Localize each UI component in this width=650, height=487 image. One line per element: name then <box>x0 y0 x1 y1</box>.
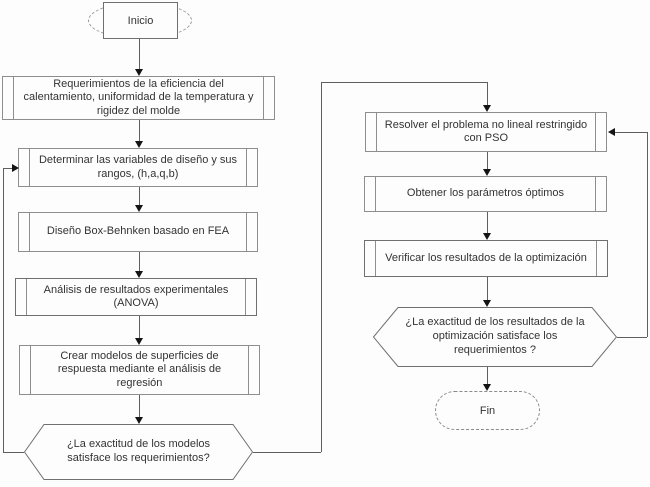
connector-line <box>139 39 140 70</box>
double-bar-icon <box>13 77 14 119</box>
double-bar-icon <box>596 241 597 276</box>
arrowhead-down-icon <box>483 105 491 112</box>
connector-line <box>487 277 488 300</box>
connector-line <box>647 132 648 337</box>
connector-line <box>487 212 488 233</box>
node-variables: Determinar las variables de diseño y sus… <box>18 148 258 187</box>
node-inicio-label: Inicio <box>127 14 154 27</box>
connector-line <box>139 120 140 141</box>
arrowhead-down-icon <box>483 169 491 176</box>
node-decision-modelos-label: ¿La exactitud de los modelos satisface l… <box>66 438 211 464</box>
node-variables-label: Determinar las variables de diseño y sus… <box>38 154 238 180</box>
node-superficies: Crear modelos de superficies de respuest… <box>19 345 260 395</box>
double-bar-icon <box>30 346 31 394</box>
node-superficies-label: Crear modelos de superficies de respuest… <box>57 349 222 389</box>
hexagon-shape-icon <box>373 307 617 367</box>
node-box-behnken-label: Diseño Box-Behnken basado en FEA <box>46 225 230 238</box>
connector-line <box>487 82 488 106</box>
connector-line <box>3 168 12 169</box>
double-bar-icon <box>263 77 264 119</box>
hexagon-shape-icon <box>24 424 253 480</box>
node-verificar-label: Verificar los resultados de la optimizac… <box>385 251 587 264</box>
node-inicio: Inicio <box>103 2 178 39</box>
connector-line <box>321 82 322 452</box>
node-anova-label: Análisis de resultados experimentales (A… <box>43 283 229 309</box>
node-parametros: Obtener los parámetros óptimos <box>364 176 607 212</box>
connector-line <box>139 187 140 205</box>
node-decision-optimizacion: ¿La exactitud de los resultados de la op… <box>373 307 617 367</box>
connector-line <box>487 152 488 169</box>
node-pso: Resolver el problema no lineal restringi… <box>365 112 607 152</box>
double-bar-icon <box>375 241 376 276</box>
connector-line <box>617 337 647 338</box>
double-bar-icon <box>375 177 376 211</box>
connector-line <box>139 395 140 417</box>
arrowhead-down-icon <box>483 233 491 240</box>
double-bar-icon <box>376 113 377 151</box>
connector-line <box>3 168 4 452</box>
arrowhead-down-icon <box>483 384 491 391</box>
node-decision-optimizacion-label: ¿La exactitud de los resultados de la op… <box>405 316 585 356</box>
connector-line <box>615 132 648 133</box>
node-requerimientos-label: Requerimientos de la eficiencia del cale… <box>23 77 254 117</box>
connector-line <box>3 452 24 453</box>
connector-line <box>139 316 140 338</box>
double-bar-icon <box>26 279 27 315</box>
node-fin: Fin <box>435 391 540 430</box>
double-bar-icon <box>246 149 247 186</box>
node-parametros-label: Obtener los parámetros óptimos <box>406 187 565 200</box>
node-verificar: Verificar los resultados de la optimizac… <box>364 240 608 277</box>
double-bar-icon <box>245 279 246 315</box>
node-anova: Análisis de resultados experimentales (A… <box>15 278 257 316</box>
node-pso-label: Resolver el problema no lineal restringi… <box>384 118 588 144</box>
arrowhead-down-icon <box>135 338 143 345</box>
connector-line <box>487 367 488 384</box>
double-bar-icon <box>29 149 30 186</box>
arrowhead-down-icon <box>135 417 143 424</box>
arrowhead-down-icon <box>135 141 143 148</box>
node-decision-modelos: ¿La exactitud de los modelos satisface l… <box>24 424 253 480</box>
double-bar-icon <box>248 346 249 394</box>
connector-line <box>139 252 140 271</box>
arrowhead-down-icon <box>135 69 143 76</box>
double-bar-icon <box>595 177 596 211</box>
connector-line <box>253 452 321 453</box>
node-box-behnken: Diseño Box-Behnken basado en FEA <box>18 212 258 252</box>
node-fin-label: Fin <box>479 404 496 417</box>
connector-line <box>321 82 487 83</box>
double-bar-icon <box>246 213 247 251</box>
arrowhead-down-icon <box>135 271 143 278</box>
arrowhead-right-icon <box>12 164 19 172</box>
double-bar-icon <box>29 213 30 251</box>
arrowhead-left-icon <box>608 128 615 136</box>
arrowhead-down-icon <box>135 205 143 212</box>
node-requerimientos: Requerimientos de la eficiencia del cale… <box>2 76 275 120</box>
arrowhead-down-icon <box>483 300 491 307</box>
double-bar-icon <box>595 113 596 151</box>
